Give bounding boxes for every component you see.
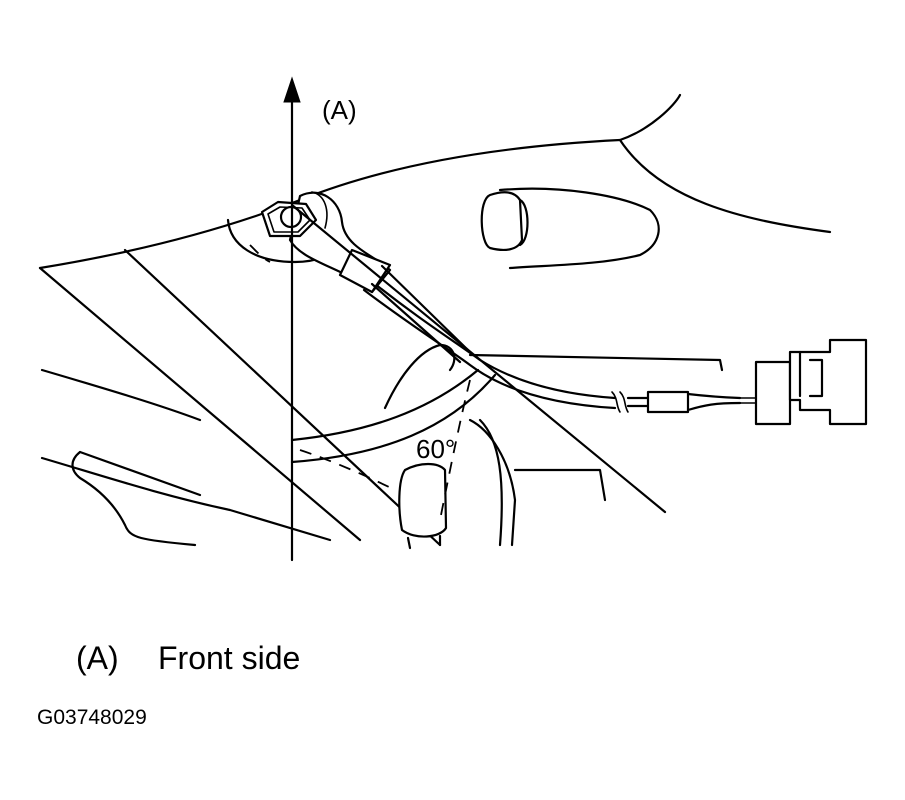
angle-indicator: 60° bbox=[249, 203, 667, 521]
legend-key: (A) bbox=[76, 640, 119, 676]
legend-description: Front side bbox=[158, 640, 301, 676]
angle-label: 60° bbox=[416, 434, 455, 464]
reference-axis: (A) bbox=[283, 76, 357, 562]
boss-protrusion bbox=[480, 187, 660, 270]
lower-bracket bbox=[383, 343, 724, 550]
knock-sensor bbox=[226, 191, 472, 364]
wiring-harness bbox=[362, 278, 759, 414]
connector bbox=[754, 338, 868, 426]
body-panel bbox=[38, 93, 832, 547]
figure-id: G03748029 bbox=[37, 706, 147, 729]
axis-label: (A) bbox=[322, 95, 357, 125]
legend-caption: (A) Front side bbox=[76, 640, 300, 677]
arrow-up-icon bbox=[283, 76, 301, 103]
